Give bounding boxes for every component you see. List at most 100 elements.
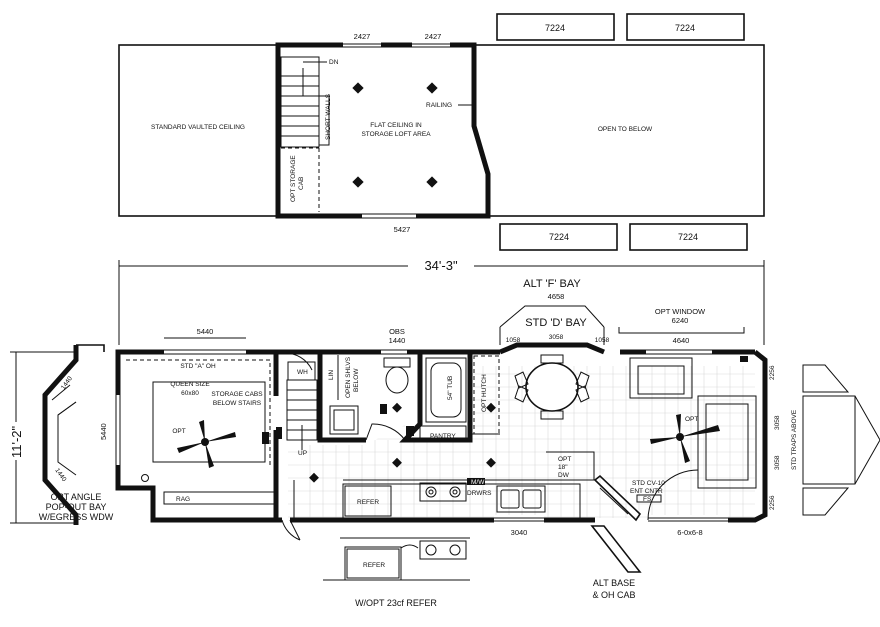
window-3040: 3040 [511,528,528,537]
loft-upper-window-2-label: 7224 [675,23,695,33]
opt-angle-bay [42,345,79,525]
ent-center [593,474,642,522]
overall-width: 34'-3" [424,258,458,273]
loft-plan: 7224 7224 2427 2427 5427 DN SHORT WALLS [118,13,765,251]
vaulted-ceiling-label: STANDARD VAULTED CEILING [151,124,245,131]
lin-label: LIN [328,370,335,380]
alt-base-cab [590,525,642,573]
alt-f-bay-size: 4658 [548,292,565,301]
opt-window-bracket [618,327,745,334]
loft-top-window-2 [412,40,450,50]
bath-sink [329,405,359,435]
opt-refer-detail: REFER [323,537,470,581]
end-window-3: 3058 [774,455,781,470]
trap-top [802,364,850,393]
storage-cabs-label-2: BELOW STAIRS [213,400,262,407]
fs-label: FS [643,496,652,503]
dining-table [514,354,590,420]
opt-storage-label-1: OPT STORAGE [290,155,297,202]
alt-base-label-2: & OH CAB [592,590,635,600]
loft-dn-label: DN [329,59,339,66]
end-window-2: 3058 [774,415,781,430]
obs-size: 1440 [389,336,406,345]
angle-bay-window-2: 1440 [53,467,67,483]
open-shlvs-label-1: OPEN SHLVS [345,356,352,398]
storage-cabs-label-1: STORAGE CABS [211,391,263,398]
drwrs-label: DRWRS [467,490,492,497]
queen-label-2: 60x80 [181,390,199,397]
flat-ceiling-label-2: STORAGE LOFT AREA [361,131,431,138]
loft-top-window-1 [343,40,381,50]
opt-refer-caption: W/OPT 23cf REFER [355,598,437,608]
flat-ceiling-label-1: FLAT CEILING IN [370,122,422,129]
open-shlvs-label-2: BELOW [353,368,360,392]
loft-lower-window-1-label: 7224 [549,232,569,242]
sectional-sofa [697,395,757,489]
bay-window-right: 1058 [595,337,610,344]
opt-angle-bay-label-1: OPT ANGLE [51,492,102,502]
std-d-bay-label: STD 'D' BAY [525,317,587,329]
end-window-1: 2256 [769,365,776,380]
door-size: 6-0x6-8 [677,528,702,537]
opt-angle-bay-label-3: W/EGRESS WDW [39,512,114,522]
loft-bottom-window [362,211,416,221]
alt-base-label-1: ALT BASE [593,578,635,588]
up-label: UP [298,450,307,457]
tub-label: 54" TUB [447,376,454,400]
loft-lower-window-2 [629,223,748,251]
queen-label-1: QUEEN SIZE [170,381,210,388]
obs-label: OBS [389,327,405,336]
cooktop-icon [419,482,467,502]
mw-label: M/W [471,479,485,486]
loft-top-window-2-label: 2427 [425,32,442,41]
living-fan-label: OPT [685,416,698,423]
short-walls-label: SHORT WALLS [325,93,332,140]
main-plan: 34'-3" 11'-2" 5440 [8,258,880,608]
window-5440-top: 5440 [197,327,214,336]
loft-lower-window-1 [499,223,618,251]
bedroom-exterior-walls [115,349,282,523]
window-4640: 4640 [673,336,690,345]
std-cv-label-2: ENT CNTR [630,488,663,495]
refer-label: REFER [357,499,379,506]
rag-label: RAG [176,496,190,503]
loft-lower-window-2-label: 7224 [678,232,698,242]
bay-window-center: 3058 [549,334,564,341]
kitchen-sink-icon [496,485,546,513]
sofa-top [629,357,693,399]
loft-stair [280,56,320,148]
opt-window-label: OPT WINDOW [655,307,706,316]
opt-hutch-label: OPT HUTCH [481,374,488,412]
std-a-oh-outline [126,359,271,468]
open-below-label: OPEN TO BELOW [598,126,653,133]
loft-upper-window-1-label: 7224 [545,23,565,33]
opt-window-size: 6240 [672,316,689,325]
std-traps-label: STD TRAPS ABOVE [791,409,798,470]
alt-f-bay-outline [499,305,605,328]
wh-label: WH [297,369,308,376]
window-5440-side: 5440 [99,423,108,440]
pantry [419,425,467,443]
loft-room-walls [275,42,491,219]
opt-dw-2: 18" [558,464,568,471]
opt-dw-3: DW [558,472,570,479]
loft-upper-window-2 [626,13,745,41]
railing-label: RAILING [426,102,452,109]
trap-bottom [802,487,850,516]
end-window-4: 2256 [769,495,776,510]
bedroom-ceiling-fan-icon [177,420,236,468]
overall-depth: 11'-2" [9,425,24,458]
bedroom-fan-label: OPT [172,428,185,435]
opt-refer-label: REFER [363,562,385,569]
kitchen-counter [342,483,581,519]
short-walls [318,95,330,146]
bay-window-left: 1058 [506,337,521,344]
pantry-label: PANTRY [430,433,456,440]
living-ceiling-fan-icon [650,414,720,463]
bath-tub [425,357,467,423]
std-a-oh-label: STD "A" OH [180,363,216,370]
refer [344,485,392,517]
opt-angle-bay-label-2: POP-OUT BAY [46,502,107,512]
loft-top-window-1-label: 2427 [354,32,371,41]
